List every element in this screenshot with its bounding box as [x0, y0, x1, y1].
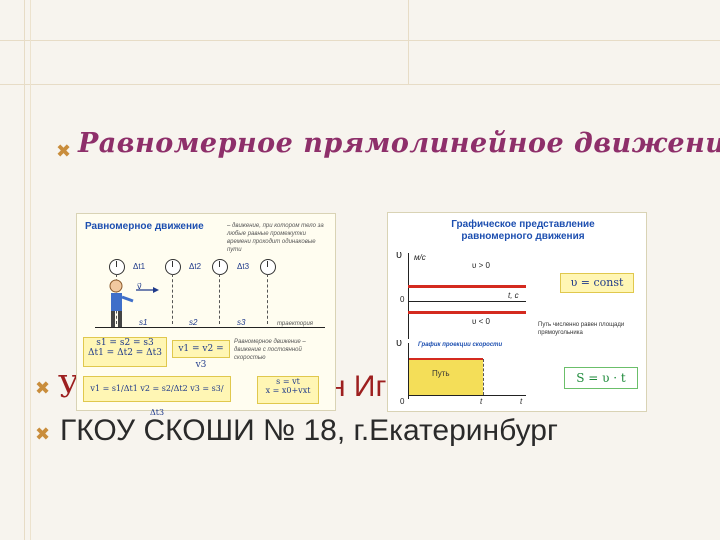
path-formula: S = υ · t: [576, 371, 626, 385]
trajectory-label: траектория: [277, 321, 313, 327]
t-axis: [408, 301, 526, 302]
frame-line-bottom: [0, 84, 720, 85]
panel1-heading: Равномерное движение: [85, 221, 204, 232]
velocity-label: v⃗: [137, 282, 142, 291]
graph-representation-image: Графическое представление равномерного д…: [387, 212, 647, 412]
t-axis-label-2: t: [520, 397, 523, 406]
v-axis-label-2: υ: [396, 337, 403, 349]
speed-line-2: [409, 358, 483, 360]
clock-icon: [212, 259, 228, 275]
path-label: Путь: [432, 369, 450, 378]
trajectory-line: [95, 327, 325, 328]
dashed-marker: [267, 274, 268, 324]
const-box: υ = const: [560, 273, 634, 293]
path-area: [409, 359, 483, 395]
bullet-x-icon: ✖: [35, 424, 51, 444]
frame-line-left-inner: [30, 0, 31, 540]
equal-speeds: v1 = v2 = v3: [178, 344, 224, 370]
clock-icon: [260, 259, 276, 275]
equal-times: Δt1 = Δt2 = Δt3: [87, 348, 163, 358]
clock-icon: [165, 259, 181, 275]
v-unit-label: м/с: [414, 253, 426, 262]
uniform-motion-image: Равномерное движение – движение, при кот…: [76, 213, 336, 417]
speed-formula: v3 = s3/Δt3: [149, 384, 224, 417]
equal-speeds-box: v1 = v2 = v3: [172, 340, 230, 370]
segment-label: s1: [139, 318, 148, 327]
dashed-marker: [172, 274, 173, 324]
frame-line-left: [24, 0, 25, 540]
coord-formula: x = x0+vxt: [265, 386, 311, 395]
speed-formula: v2 = s2/Δt2: [140, 384, 188, 393]
frame-line-top: [0, 40, 720, 41]
panel2-heading: Графическое представление равномерного д…: [428, 219, 618, 243]
t-label: t: [480, 397, 483, 406]
segment-label: s2: [189, 318, 198, 327]
interval-label: Δt1: [133, 262, 146, 271]
origin-label: 0: [400, 295, 405, 304]
negative-speed-label: υ < 0: [472, 317, 490, 326]
bullet-x-icon: ✖: [35, 378, 51, 398]
equal-paths-box: s1 = s2 = s3 Δt1 = Δt2 = Δt3: [83, 337, 167, 367]
negative-speed-line: [408, 311, 526, 314]
segment-label: s3: [237, 318, 246, 327]
interval-label: Δt2: [189, 262, 202, 271]
v-axis-label: υ: [396, 249, 403, 261]
slide-title: Равномерное прямолинейное движение: [78, 128, 720, 159]
area-note: Путь численно равен площади прямоугольни…: [538, 322, 625, 336]
path-formula: s = vt: [276, 377, 300, 386]
author-line-end: н Иг: [329, 370, 387, 403]
panel1-definition: – движение, при котором тело за любые ра…: [227, 223, 324, 253]
origin-label-2: 0: [400, 397, 405, 406]
boy-figure-icon: [109, 279, 159, 327]
school-line: ГКОУ СКОШИ № 18, г.Екатеринбург: [60, 414, 558, 447]
panel1-note: Равномерное движение – движение с постоя…: [234, 339, 306, 361]
equal-paths: s1 = s2 = s3: [96, 338, 154, 348]
panel2-heading-line1: Графическое представление: [451, 219, 595, 230]
t-axis-label: t, c: [508, 291, 519, 300]
v-axis: [408, 253, 409, 339]
v-axis-2: [408, 343, 409, 399]
time-marker: [483, 359, 484, 395]
panel2-heading-line2: равномерного движения: [461, 231, 585, 242]
interval-label: Δt3: [237, 262, 250, 271]
path-formula-box: S = υ · t: [564, 367, 638, 389]
const-label: υ = const: [570, 276, 624, 289]
speed-formulas-box: v1 = s1/Δt1 v2 = s2/Δt2 v3 = s3/Δt3: [83, 376, 231, 417]
speed-formula: v1 = s1/Δt1: [90, 384, 138, 393]
clock-icon: [109, 259, 125, 275]
position-formulas-box: s = vt x = x0+vxt: [257, 376, 319, 404]
positive-speed-label: υ > 0: [472, 261, 490, 270]
frame-line-right: [408, 0, 409, 84]
dashed-marker: [219, 274, 220, 324]
t-axis-2: [408, 395, 526, 396]
positive-speed-line: [408, 285, 526, 288]
bullet-x-icon: ✖: [56, 141, 72, 161]
speed-graph-title: График проекции скорости: [418, 342, 503, 348]
author-line-start: У: [58, 370, 80, 405]
